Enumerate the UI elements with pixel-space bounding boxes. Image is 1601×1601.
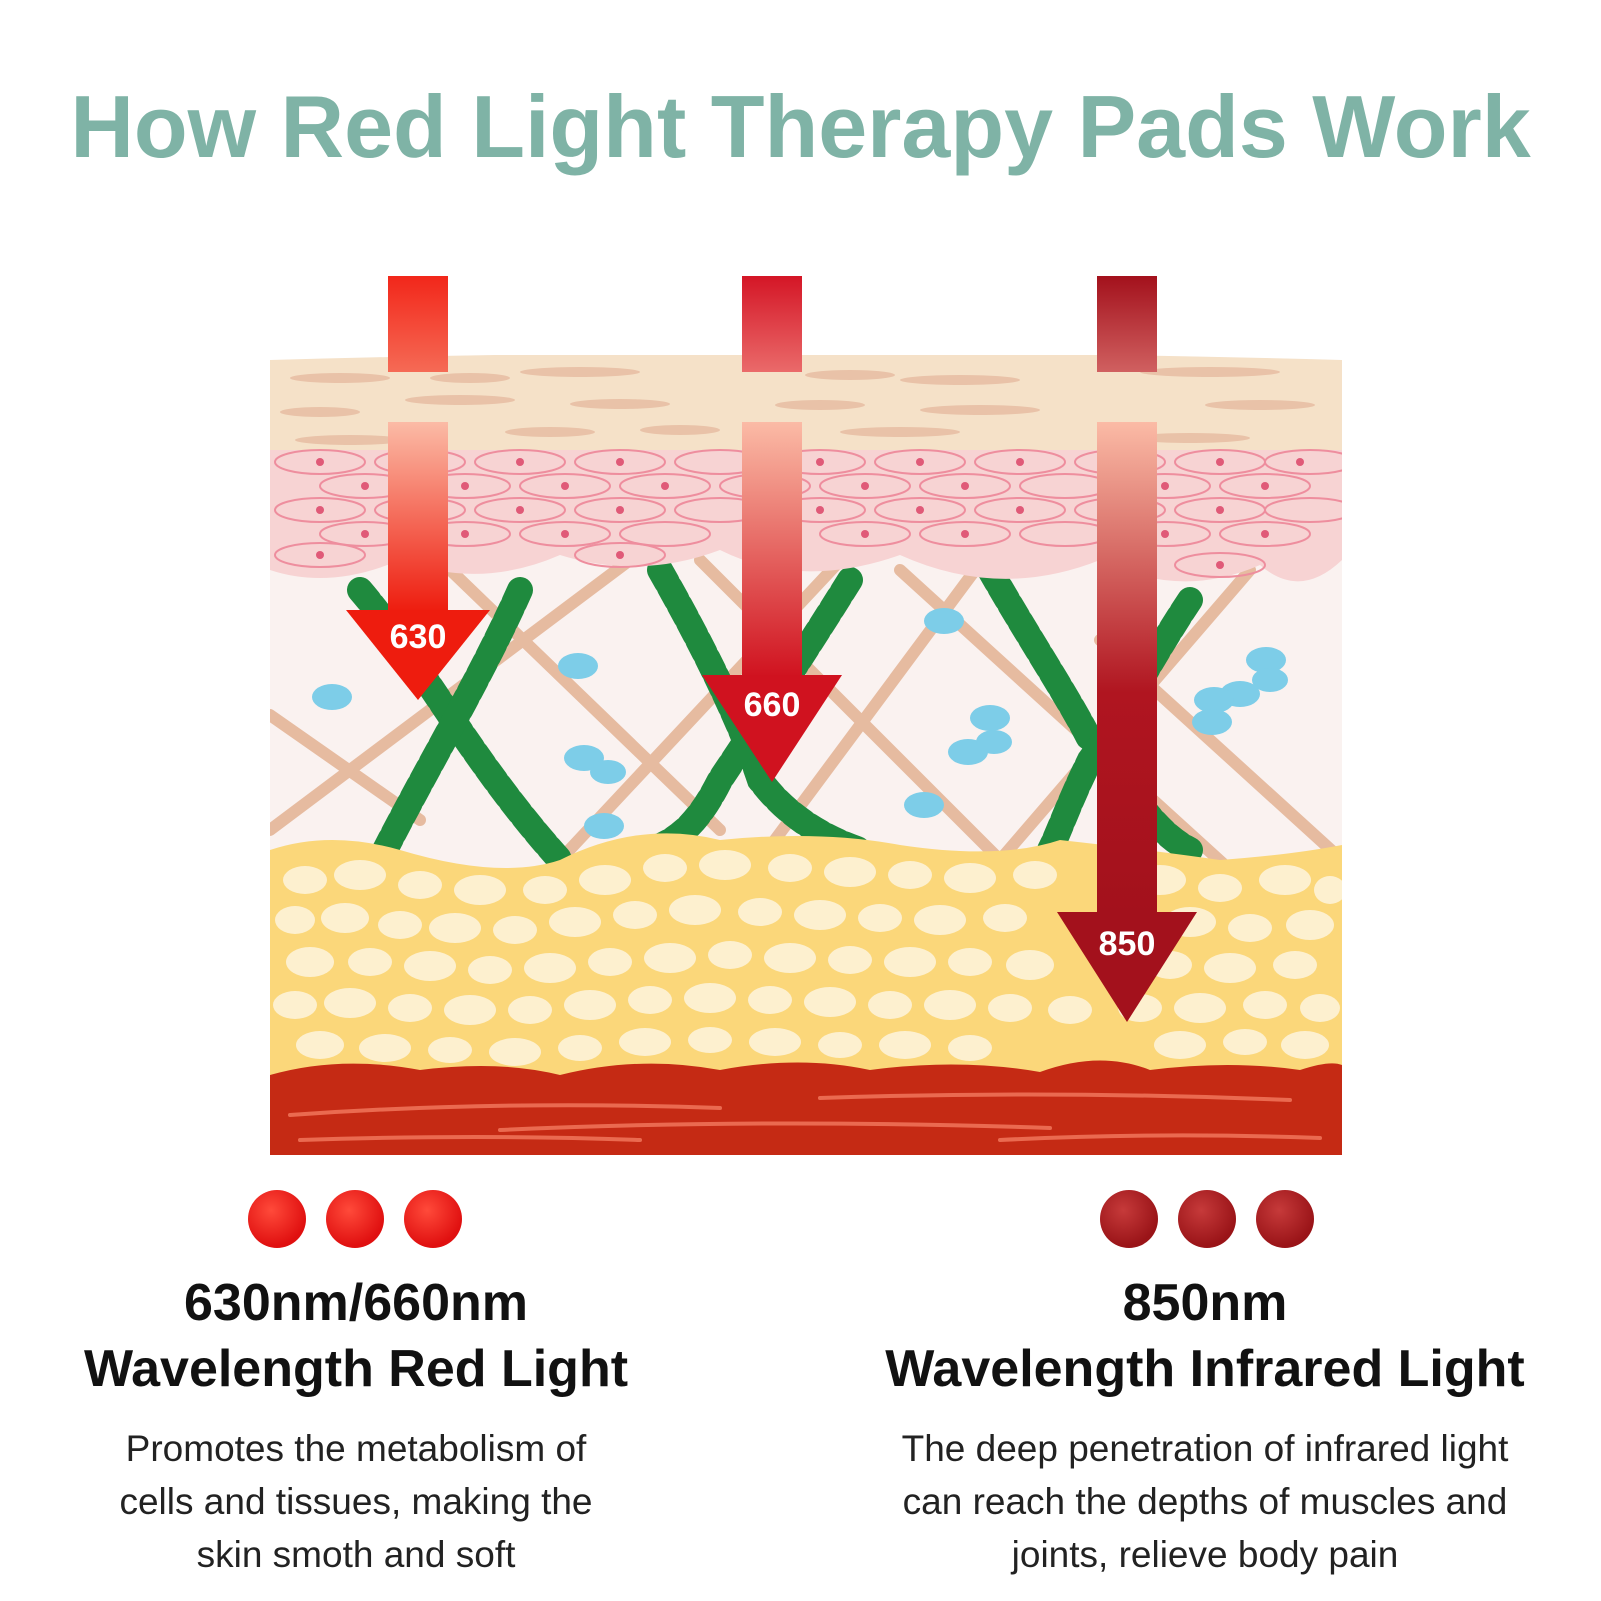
infrared-light-heading: 850nm Wavelength Infrared Light [885, 1274, 1525, 1398]
page-title: How Red Light Therapy Pads Work [70, 77, 1531, 176]
infrared-led-dot [1178, 1190, 1236, 1248]
cell-grid [274, 449, 1342, 578]
infrared-led-dot [1256, 1190, 1314, 1248]
red-light-info: 630nm/660nm Wavelength Red Light Promote… [6, 1270, 706, 1581]
arrow-660: 660 [702, 276, 842, 782]
epidermis-streaks [280, 367, 1315, 445]
muscle-layer [270, 1060, 1342, 1155]
infrared-led-dot [1100, 1190, 1158, 1248]
arrow-630: 630 [346, 276, 490, 700]
infrared-light-info: 850nm Wavelength Infrared Light The deep… [855, 1270, 1555, 1581]
red-light-description: Promotes the metabolism of cells and tis… [119, 1428, 593, 1575]
cell-layer [270, 450, 1342, 582]
fat-cells [273, 850, 1342, 1066]
red-led-dot [326, 1190, 384, 1248]
arrow-label-630: 630 [390, 618, 447, 656]
red-light-heading: 630nm/660nm Wavelength Red Light [83, 1274, 629, 1398]
infrared-light-description: The deep penetration of infrared light c… [901, 1428, 1509, 1575]
blue-cells [312, 608, 1288, 839]
red-light-indicators [248, 1190, 462, 1248]
muscle-fibers [288, 1092, 1322, 1142]
red-led-dot [404, 1190, 462, 1248]
arrow-850: 850 [1057, 276, 1197, 1022]
arrow-label-850: 850 [1099, 925, 1156, 963]
red-led-dot [248, 1190, 306, 1248]
infrared-light-indicators [1100, 1190, 1314, 1248]
arrow-label-660: 660 [744, 686, 801, 724]
